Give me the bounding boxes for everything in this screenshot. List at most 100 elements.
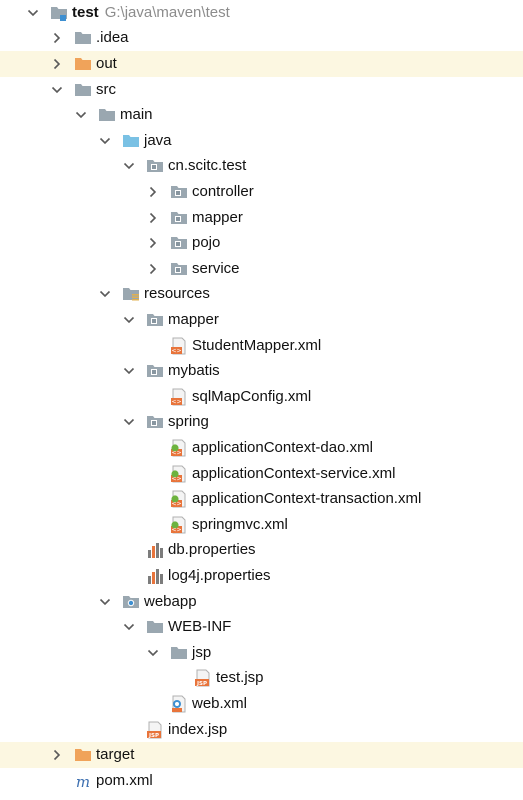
chevron-down-icon[interactable] (122, 364, 136, 378)
folder-icon (98, 106, 116, 124)
chevron-down-icon[interactable] (122, 415, 136, 429)
tree-node-label: mapper (192, 208, 243, 226)
tree-node-log4j-properties[interactable]: log4j.properties (0, 563, 523, 589)
package-icon (170, 234, 188, 252)
tree-node-label: target (96, 746, 135, 764)
chevron-right-icon[interactable] (146, 262, 160, 276)
excluded-folder-icon (74, 746, 92, 764)
package-icon (146, 311, 164, 329)
tree-node-src[interactable]: src (0, 77, 523, 103)
tree-node-label: springmvc.xml (192, 515, 288, 533)
tree-node-label: service (192, 259, 240, 277)
package-icon (146, 362, 164, 380)
arrow-spacer (146, 492, 160, 506)
tree-node-mapper[interactable]: mapper (0, 307, 523, 333)
spring-xml-icon: <> (170, 465, 188, 483)
arrow-spacer (122, 543, 136, 557)
spring-xml-icon: <> (170, 516, 188, 534)
arrow-spacer (50, 774, 64, 788)
chevron-right-icon[interactable] (146, 185, 160, 199)
xml-file-icon: <> (170, 388, 188, 406)
tree-node-pojo[interactable]: pojo (0, 230, 523, 256)
arrow-spacer (146, 518, 160, 532)
tree-node-mybatis[interactable]: mybatis (0, 358, 523, 384)
arrow-spacer (146, 441, 160, 455)
jsp-file-icon: JSP (194, 669, 212, 687)
chevron-right-icon[interactable] (50, 748, 64, 762)
tree-node-spring[interactable]: spring (0, 410, 523, 436)
chevron-down-icon[interactable] (122, 620, 136, 634)
tree-node-label: pojo (192, 234, 221, 252)
chevron-right-icon[interactable] (50, 57, 64, 71)
svg-text:<>: <> (171, 450, 181, 457)
svg-text:<>: <> (171, 526, 181, 533)
chevron-down-icon[interactable] (98, 595, 112, 609)
tree-node-out[interactable]: out (0, 51, 523, 77)
tree-node-applicationcontext-service-xml[interactable]: <>applicationContext-service.xml (0, 461, 523, 487)
chevron-down-icon[interactable] (146, 646, 160, 660)
module-path-hint: G:\java\maven\test (104, 4, 230, 22)
tree-node-springmvc-xml[interactable]: <> springmvc.xml (0, 512, 523, 538)
arrow-spacer (146, 697, 160, 711)
chevron-right-icon[interactable] (146, 236, 160, 250)
tree-node-jsp[interactable]: jsp (0, 640, 523, 666)
xml-file-icon: <> (170, 337, 188, 355)
tree-node-db-properties[interactable]: db.properties (0, 538, 523, 564)
tree-node-web-inf[interactable]: WEB-INF (0, 614, 523, 640)
chevron-down-icon[interactable] (98, 287, 112, 301)
chevron-right-icon[interactable] (50, 31, 64, 45)
tree-node-label: out (96, 54, 117, 72)
arrow-spacer (122, 569, 136, 583)
tree-node-target[interactable]: target (0, 742, 523, 768)
tree-node-label: spring (168, 413, 209, 431)
package-icon (146, 157, 164, 175)
tree-node-resources[interactable]: resources (0, 282, 523, 308)
chevron-down-icon[interactable] (74, 108, 88, 122)
tree-node-label: mapper (168, 310, 219, 328)
tree-node-label: src (96, 80, 116, 98)
tree-node-label: applicationContext-transaction.xml (192, 490, 422, 508)
package-icon (170, 183, 188, 201)
chevron-down-icon[interactable] (122, 313, 136, 327)
tree-node-label: webapp (144, 592, 197, 610)
tree-node-label: web.xml (192, 694, 248, 712)
tree-node-studentmapper-xml[interactable]: <>StudentMapper.xml (0, 333, 523, 359)
tree-node-label: db.properties (168, 541, 256, 559)
tree-node-java[interactable]: java (0, 128, 523, 154)
tree-node-controller[interactable]: controller (0, 179, 523, 205)
spring-xml-icon: <> (170, 490, 188, 508)
chevron-down-icon[interactable] (122, 159, 136, 173)
svg-text:<>: <> (171, 501, 181, 508)
folder-icon (74, 29, 92, 47)
tree-node-sqlmapconfig-xml[interactable]: <>sqlMapConfig.xml (0, 384, 523, 410)
tree-node-webapp[interactable]: webapp (0, 589, 523, 615)
excluded-folder-icon (74, 55, 92, 73)
package-icon (146, 413, 164, 431)
chevron-down-icon[interactable] (50, 83, 64, 97)
tree-node-web-xml[interactable]: web.xml (0, 691, 523, 717)
chevron-down-icon[interactable] (98, 134, 112, 148)
tree-node-main[interactable]: main (0, 102, 523, 128)
svg-text:<>: <> (171, 347, 181, 354)
package-icon (170, 209, 188, 227)
folder-icon (74, 81, 92, 99)
tree-node-mapper[interactable]: mapper (0, 205, 523, 231)
tree-node-idea[interactable]: .idea (0, 26, 523, 52)
svg-text:m: m (76, 773, 90, 790)
tree-node-label: resources (144, 285, 210, 303)
tree-node-applicationcontext-transaction-xml[interactable]: <> applicationContext-transaction.xml (0, 486, 523, 512)
tree-node-service[interactable]: service (0, 256, 523, 282)
tree-node-applicationcontext-dao-xml[interactable]: <>applicationContext-dao.xml (0, 435, 523, 461)
chevron-down-icon[interactable] (26, 6, 40, 20)
chevron-right-icon[interactable] (146, 211, 160, 225)
tree-node-label: jsp (192, 643, 212, 661)
tree-node-label: cn.scitc.test (168, 157, 247, 175)
package-icon (170, 260, 188, 278)
properties-file-icon (146, 567, 164, 585)
tree-node-cn-scitc-test[interactable]: cn.scitc.test (0, 154, 523, 180)
tree-node-label: mybatis (168, 362, 220, 380)
